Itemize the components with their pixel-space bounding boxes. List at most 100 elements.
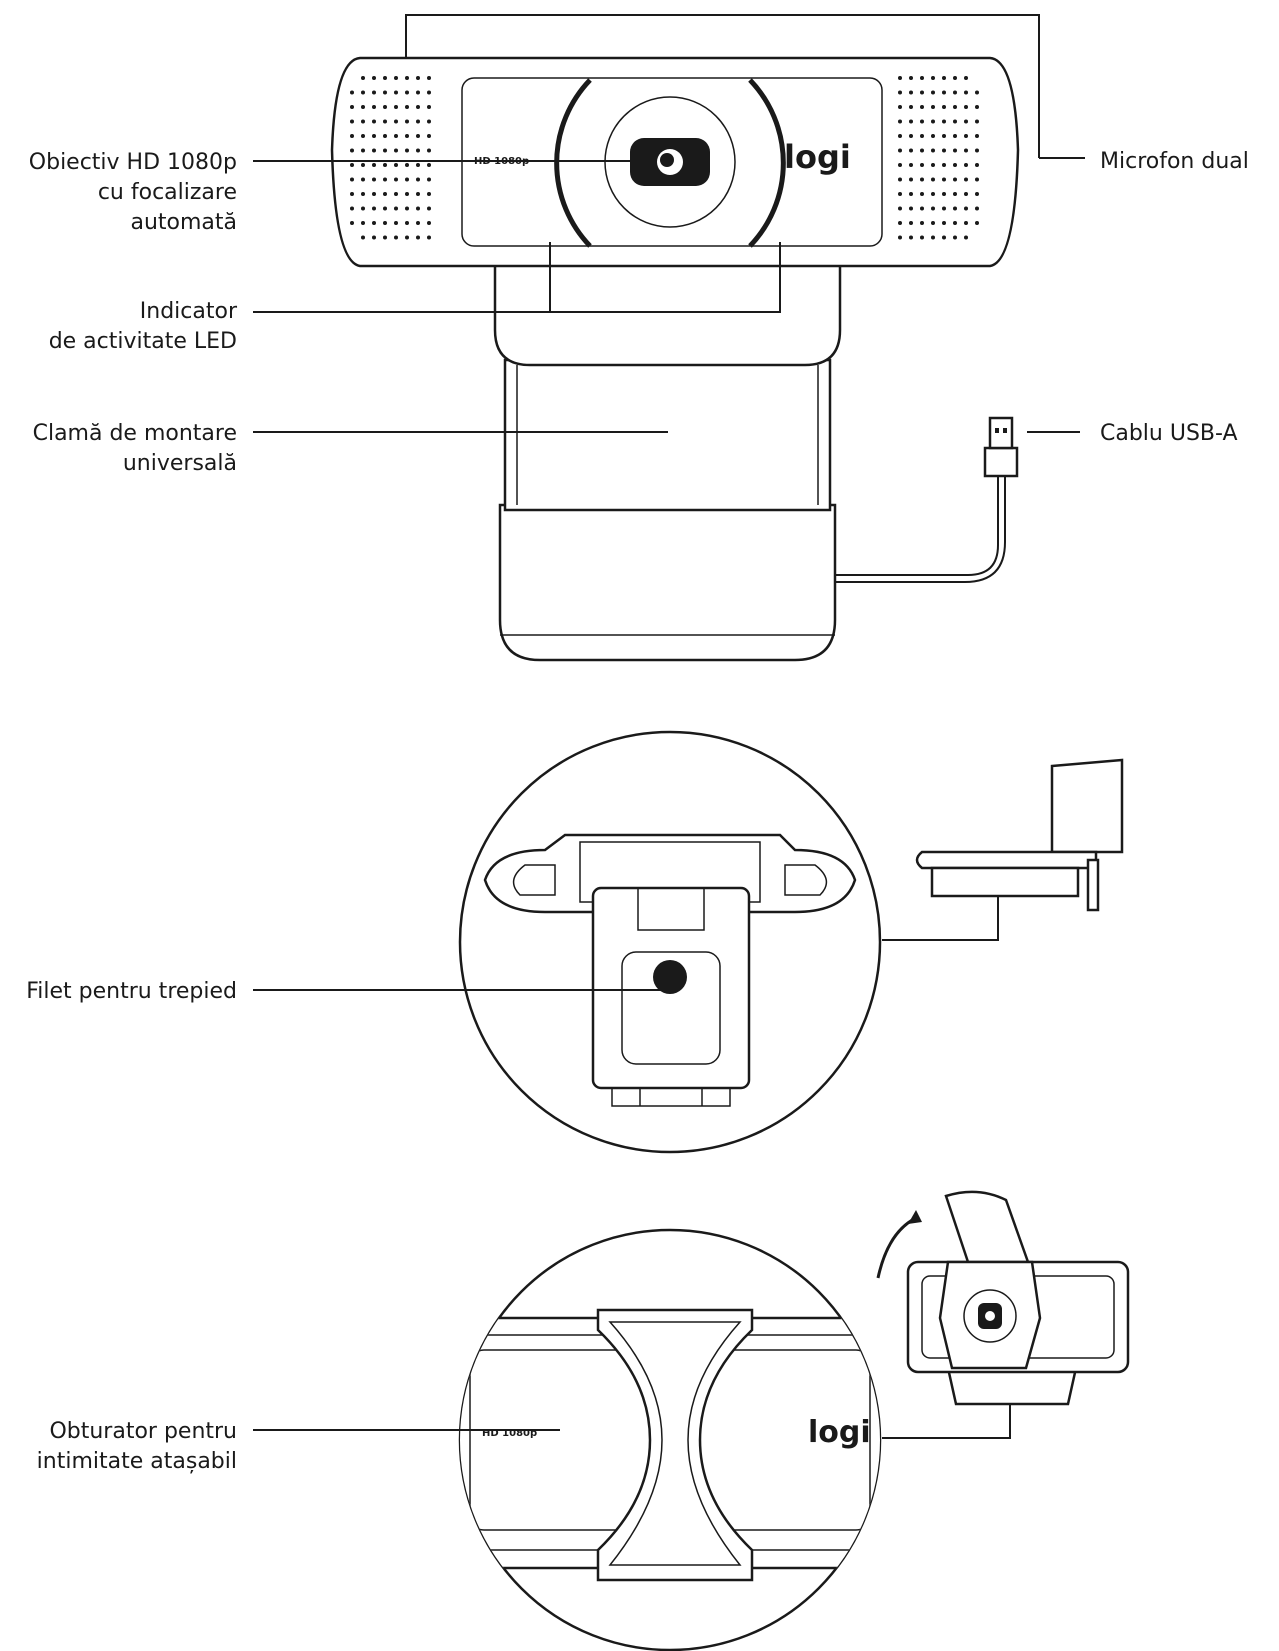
- grille-hole: [920, 235, 924, 240]
- grille-hole: [898, 148, 902, 153]
- grille-hole: [361, 76, 365, 80]
- grille-hole: [394, 105, 398, 109]
- grille-hole: [405, 206, 409, 211]
- privacy-shutter: [596, 1308, 754, 1582]
- grille-hole: [953, 235, 957, 240]
- mic-label: Microfon dual: [1100, 149, 1249, 174]
- grille-hole: [931, 90, 935, 95]
- grille-hole: [942, 221, 946, 225]
- grille-hole: [383, 134, 387, 138]
- grille-hole: [383, 206, 387, 211]
- grille-hole: [416, 134, 420, 138]
- grille-hole: [898, 163, 902, 167]
- grille-hole: [427, 134, 431, 138]
- grille-hole: [909, 221, 913, 225]
- grille-hole: [405, 134, 409, 138]
- shutter-connector-line: [882, 1404, 1011, 1439]
- grille-hole: [964, 235, 968, 240]
- tripod-thread-hole: [653, 960, 687, 994]
- grille-hole: [931, 105, 935, 109]
- shutter-thumbnail: [876, 1190, 1130, 1406]
- grille-hole: [909, 76, 913, 80]
- grille-hole: [898, 90, 902, 95]
- grille-hole: [909, 235, 913, 240]
- grille-hole: [372, 192, 376, 196]
- grille-hole: [350, 134, 354, 138]
- grille-hole: [953, 206, 957, 211]
- grille-hole: [350, 163, 354, 167]
- grille-hole: [942, 177, 946, 182]
- grille-hole: [964, 177, 968, 182]
- grille-hole: [361, 177, 365, 182]
- grille-hole: [350, 192, 354, 196]
- grille-hole: [383, 119, 387, 124]
- grille-hole: [394, 221, 398, 225]
- grille-hole: [964, 76, 968, 80]
- grille-hole: [975, 221, 979, 225]
- grille-hole: [416, 206, 420, 211]
- grille-hole: [898, 235, 902, 240]
- grille-hole: [909, 192, 913, 196]
- grille-hole: [405, 192, 409, 196]
- grille-hole: [931, 119, 935, 124]
- grille-hole: [372, 235, 376, 240]
- grille-hole: [394, 90, 398, 95]
- grille-hole: [942, 90, 946, 95]
- grille-hole: [931, 206, 935, 211]
- grille-hole: [383, 76, 387, 80]
- grille-hole: [920, 90, 924, 95]
- grille-hole: [350, 119, 354, 124]
- grille-hole: [405, 148, 409, 153]
- grille-hole: [383, 148, 387, 153]
- logi-logo: logi: [784, 138, 851, 176]
- grille-hole: [909, 119, 913, 124]
- grille-hole: [394, 235, 398, 240]
- grille-hole: [975, 105, 979, 109]
- grille-hole: [931, 192, 935, 196]
- grille-hole: [975, 192, 979, 196]
- grille-hole: [361, 119, 365, 124]
- grille-hole: [931, 221, 935, 225]
- grille-hole: [361, 148, 365, 153]
- grille-hole: [405, 235, 409, 240]
- grille-hole: [953, 134, 957, 138]
- grille-hole: [920, 76, 924, 80]
- grille-hole: [383, 221, 387, 225]
- grille-hole: [405, 177, 409, 182]
- grille-hole: [405, 163, 409, 167]
- grille-hole: [405, 76, 409, 80]
- grille-hole: [909, 206, 913, 211]
- grille-hole: [383, 163, 387, 167]
- clip-base: [498, 503, 837, 662]
- grille-hole: [350, 206, 354, 211]
- grille-hole: [898, 177, 902, 182]
- webcam-front-view: HD 1080p logi: [253, 14, 1085, 662]
- grille-hole: [416, 235, 420, 240]
- grille-hole: [909, 148, 913, 153]
- right-microphone-grille: [898, 76, 979, 240]
- grille-hole: [909, 177, 913, 182]
- grille-hole: [361, 163, 365, 167]
- grille-hole: [383, 105, 387, 109]
- grille-hole: [416, 148, 420, 153]
- mic-bracket-line: [405, 14, 1040, 158]
- grille-hole: [931, 148, 935, 153]
- led-bracket-line: [549, 242, 781, 313]
- usb-plug-body: [983, 446, 1019, 478]
- grille-hole: [964, 163, 968, 167]
- grille-hole: [931, 177, 935, 182]
- grille-hole: [372, 148, 376, 153]
- grille-hole: [416, 105, 420, 109]
- grille-hole: [975, 177, 979, 182]
- grille-hole: [372, 206, 376, 211]
- privacy-shutter-detail: HD 1080p logi: [253, 1190, 1130, 1651]
- grille-hole: [920, 134, 924, 138]
- grille-hole: [372, 177, 376, 182]
- grille-hole: [394, 119, 398, 124]
- grille-hole: [942, 76, 946, 80]
- clip-label-line1: Clamă de montare: [33, 421, 237, 446]
- grille-hole: [394, 192, 398, 196]
- grille-hole: [964, 206, 968, 211]
- grille-hole: [427, 90, 431, 95]
- grille-hole: [361, 90, 365, 95]
